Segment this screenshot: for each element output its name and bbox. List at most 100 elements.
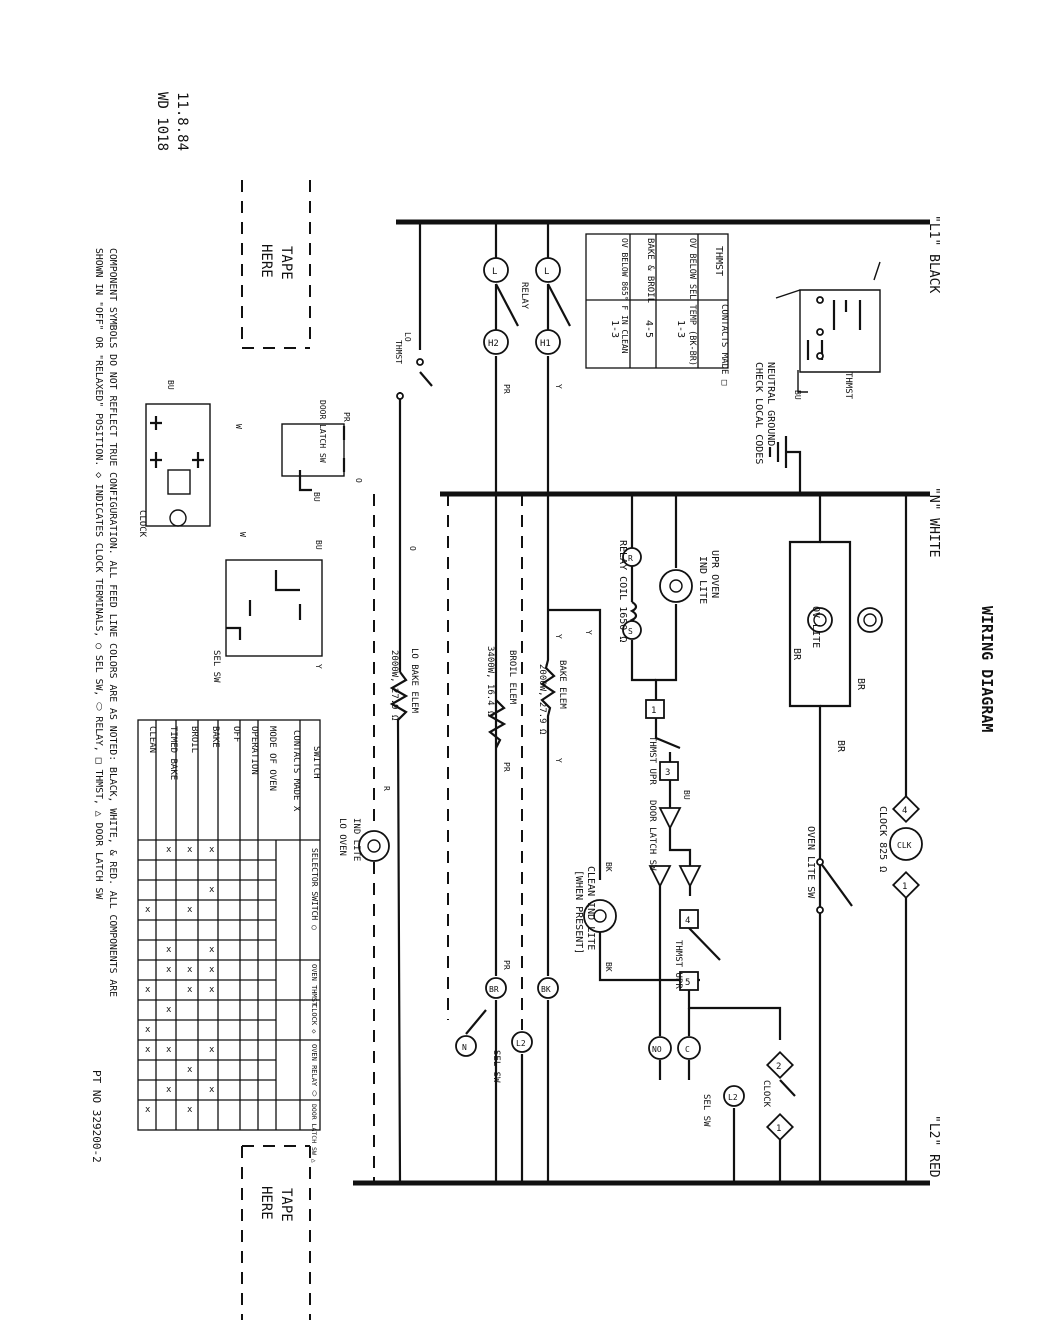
svg-text:S: S <box>628 627 633 636</box>
svg-text:"L2" RED: "L2" RED <box>926 1115 941 1178</box>
svg-text:DOOR LATCH SW: DOOR LATCH SW <box>318 400 327 463</box>
sel-sw-terminals: BK BR L2 N SEL SW PR <box>447 494 559 1183</box>
doc-date: 11.8.84 <box>174 92 190 151</box>
svg-text:2000W, 27.9 Ω: 2000W, 27.9 Ω <box>537 664 547 735</box>
svg-text:CONTACTS MADE X: CONTACTS MADE X <box>291 730 301 812</box>
svg-text:x: x <box>187 1065 193 1075</box>
svg-text:x: x <box>166 845 172 855</box>
svg-text:OV LITE: OV LITE <box>810 606 821 648</box>
oven-lite-switch <box>819 861 853 907</box>
svg-text:5: 5 <box>685 978 690 988</box>
svg-text:BR: BR <box>855 678 866 691</box>
door-latch-triangle <box>658 807 682 831</box>
svg-text:OFF: OFF <box>231 726 241 742</box>
svg-text:x: x <box>166 1085 172 1095</box>
svg-text:3400W, 16.4 Ω: 3400W, 16.4 Ω <box>485 646 495 717</box>
svg-text:O: O <box>354 478 363 483</box>
svg-text:x: x <box>166 1005 172 1015</box>
svg-text:x: x <box>187 845 193 855</box>
svg-text:SELECTOR SWITCH ○: SELECTOR SWITCH ○ <box>310 848 319 930</box>
svg-text:R: R <box>382 786 391 791</box>
svg-text:11.8.84: 11.8.84 <box>174 92 190 151</box>
svg-text:Y: Y <box>584 630 593 635</box>
switch-contacts-table: SWITCH CONTACTS MADE X MODE OF OVEN OPER… <box>137 719 321 1163</box>
tape-here-bottom: TAPE HERE <box>241 1145 311 1320</box>
svg-text:W: W <box>238 532 247 537</box>
n-label: "N" WHITE <box>926 487 941 557</box>
svg-text:THMST: THMST <box>394 340 403 364</box>
svg-text:x: x <box>166 1045 172 1055</box>
svg-text:CLOCK 825 Ω: CLOCK 825 Ω <box>877 806 888 872</box>
svg-text:Y: Y <box>554 634 563 639</box>
svg-text:2: 2 <box>776 1062 781 1072</box>
footnote-line-1: COMPONENT SYMBOLS DO NOT REFLECT TRUE CO… <box>107 248 118 997</box>
svg-text:CLEAN IND LITE: CLEAN IND LITE <box>585 866 596 950</box>
lo-bake-circuit: LO BAKE ELEM 2000W, 27.9 Ω IND LITE LO O… <box>337 494 419 1184</box>
svg-text:CONTACTS MADE □: CONTACTS MADE □ <box>719 304 729 386</box>
svg-text:x: x <box>209 845 215 855</box>
tape-here-top: TAPE HERE <box>241 180 311 349</box>
svg-text:x: x <box>209 885 215 895</box>
svg-text:PT NO 329200-2: PT NO 329200-2 <box>90 1070 103 1163</box>
svg-text:IND LITE: IND LITE <box>351 818 361 861</box>
svg-text:IND LITE: IND LITE <box>697 556 708 604</box>
svg-text:BAKE: BAKE <box>210 726 220 748</box>
upr-oven-ind-lite-icon <box>659 569 693 603</box>
svg-text:3: 3 <box>665 768 670 778</box>
l2-label: "L2" RED <box>926 1115 941 1178</box>
svg-text:L: L <box>492 267 497 277</box>
svg-text:WD 1018: WD 1018 <box>154 92 170 151</box>
svg-text:x: x <box>145 1045 151 1055</box>
svg-text:Y: Y <box>554 384 563 389</box>
svg-text:4: 4 <box>685 916 690 926</box>
ov-lite-bulb-icon <box>807 607 833 633</box>
neutral-ground: NEUTRAL GROUND CHECK LOCAL CODES <box>753 362 802 494</box>
svg-text:x: x <box>145 1025 151 1035</box>
svg-text:1: 1 <box>902 882 907 892</box>
svg-text:CLOCK ◇: CLOCK ◇ <box>310 1004 318 1034</box>
switch-table-col-lines <box>138 859 320 1101</box>
svg-text:RELAY: RELAY <box>519 282 529 310</box>
svg-text:OVEN THMST: OVEN THMST <box>310 964 318 1007</box>
svg-text:OVEN LITE SW: OVEN LITE SW <box>805 826 816 899</box>
svg-text:UPR OVEN: UPR OVEN <box>709 550 720 598</box>
svg-text:BU: BU <box>166 380 175 390</box>
upper-oven-circuit: UPR OVEN IND LITE R S RELAY COIL 1650 Ω … <box>617 494 720 982</box>
svg-text:x: x <box>187 1105 193 1115</box>
svg-text:OV BELOW SEL TEMP (BK-BR): OV BELOW SEL TEMP (BK-BR) <box>687 238 697 366</box>
svg-text:BAKE ELEM: BAKE ELEM <box>557 660 567 709</box>
clock-motor: 4 CLK 1 CLOCK 825 Ω <box>877 494 923 1183</box>
svg-text:THMST: THMST <box>713 246 724 276</box>
svg-text:BROIL: BROIL <box>189 726 199 753</box>
svg-text:LO: LO <box>403 332 412 342</box>
svg-text:x: x <box>209 1045 215 1055</box>
svg-text:2000W, 27.9 Ω: 2000W, 27.9 Ω <box>389 650 399 721</box>
svg-text:THMST UPR: THMST UPR <box>647 736 657 785</box>
svg-text:4: 4 <box>902 806 907 816</box>
doc-wd-number: WD 1018 <box>154 92 170 151</box>
relay-contacts: L H1 L H2 RELAY Y PR <box>483 222 571 960</box>
svg-text:x: x <box>166 965 172 975</box>
svg-text:H2: H2 <box>488 339 499 349</box>
svg-text:x: x <box>209 965 215 975</box>
svg-text:x: x <box>145 905 151 915</box>
l1-label: "L1" BLACK <box>926 215 941 293</box>
svg-text:TIMED BAKE: TIMED BAKE <box>168 726 178 780</box>
svg-text:L2: L2 <box>516 1039 526 1048</box>
svg-text:SEL SW: SEL SW <box>701 1094 711 1127</box>
svg-text:1-3: 1-3 <box>675 320 686 338</box>
svg-text:THMST UPR: THMST UPR <box>673 940 683 989</box>
svg-text:x: x <box>209 945 215 955</box>
svg-text:BU: BU <box>682 790 691 800</box>
svg-text:HERE: HERE <box>258 244 274 278</box>
svg-text:TAPE: TAPE <box>278 246 294 280</box>
svg-text:x: x <box>187 965 193 975</box>
svg-text:THMST: THMST <box>843 372 853 400</box>
svg-text:L: L <box>544 267 549 277</box>
svg-text:RELAY COIL 1650 Ω: RELAY COIL 1650 Ω <box>617 540 628 642</box>
svg-text:L2: L2 <box>728 1093 738 1102</box>
clock-pictorial: CLOCK BU W <box>137 380 243 538</box>
svg-text:H1: H1 <box>540 339 551 349</box>
